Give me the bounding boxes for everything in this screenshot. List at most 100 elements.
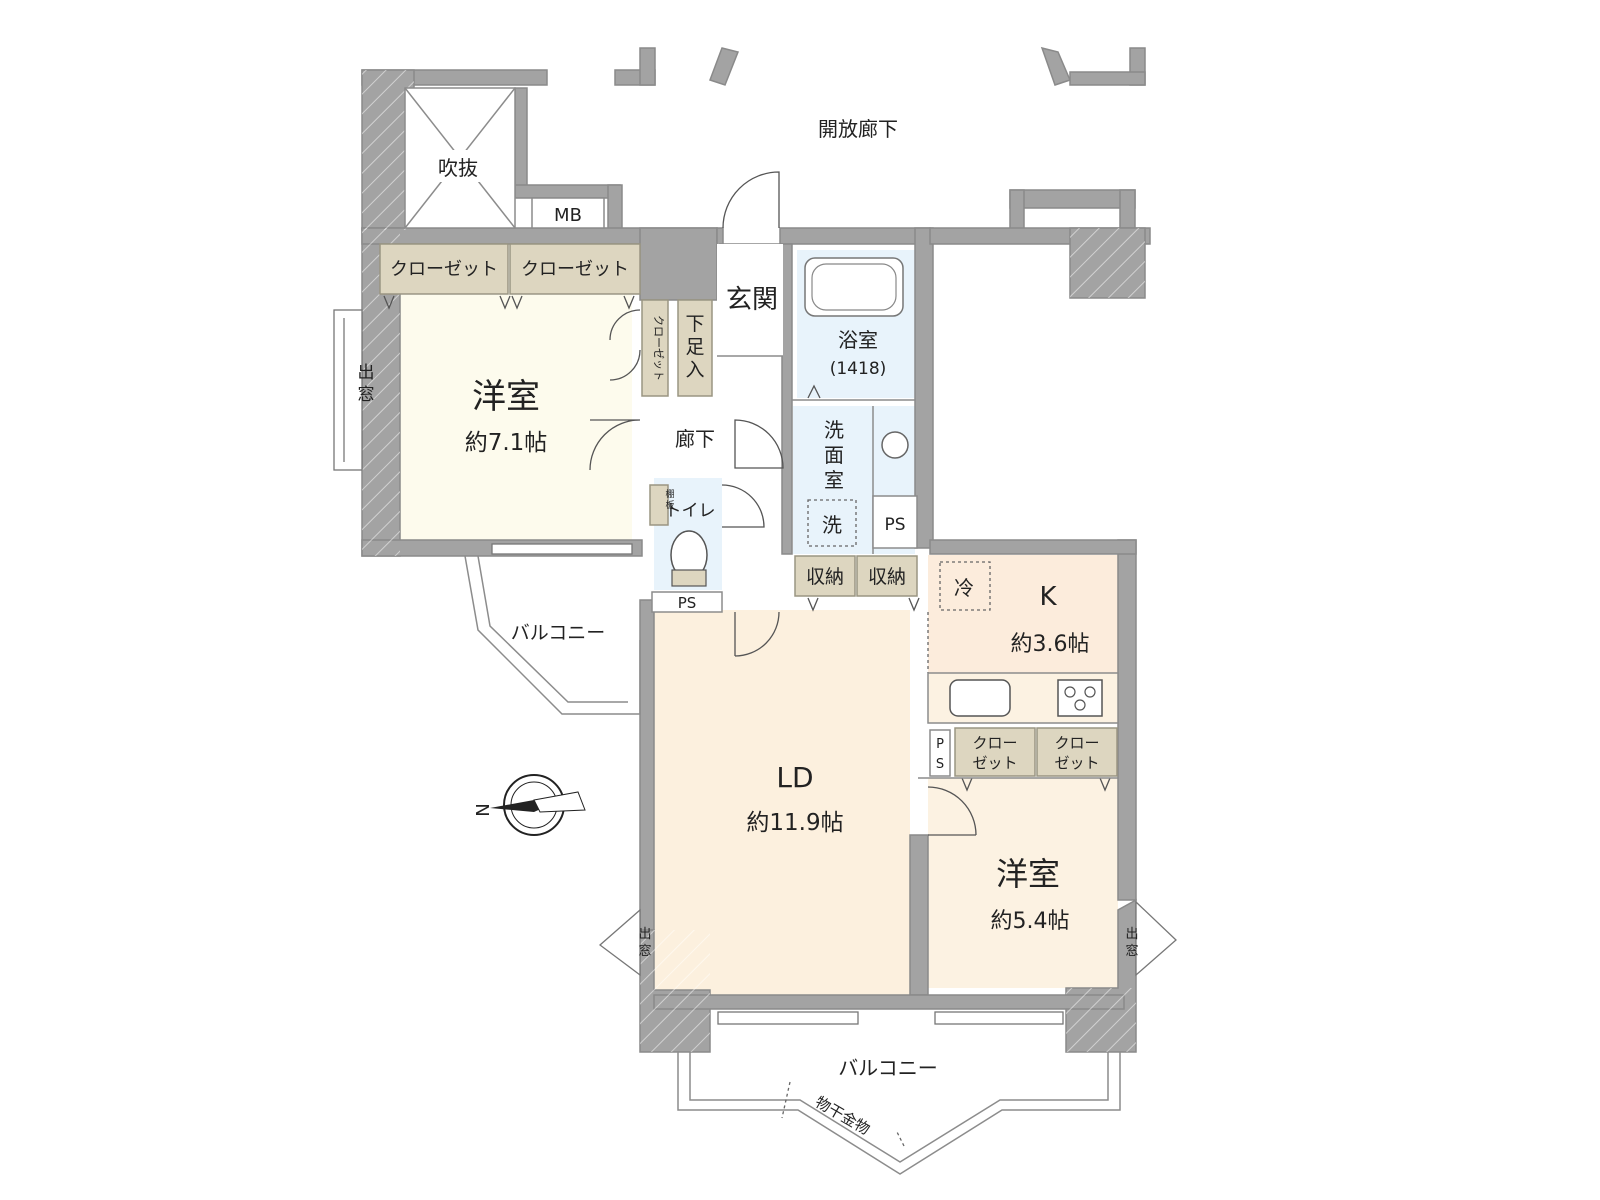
bay-window-western2-label-2: 窓 — [1125, 943, 1138, 959]
balcony-1-label: バルコニー — [511, 622, 606, 644]
wash-basin — [881, 431, 909, 459]
closet-3 — [954, 727, 1036, 777]
compass: N — [471, 774, 586, 836]
balcony-2-label: バルコニー — [838, 1056, 938, 1080]
balcony-1-outline — [464, 555, 641, 715]
compass-needle-tail — [533, 791, 586, 813]
western-room-2-name: 洋室 — [996, 855, 1060, 893]
balcony-1-inner — [477, 555, 628, 703]
western-room-2-floor — [928, 778, 1118, 988]
fukinuke-label: 吹抜 — [438, 156, 478, 180]
closet-3-4-door-marks — [961, 777, 1111, 792]
western-room-1-floor — [380, 295, 632, 540]
entrance-label: 玄関 — [726, 285, 778, 315]
bay-window-western2 — [1135, 900, 1177, 977]
toilet-shelf-label-1: 棚 — [665, 488, 674, 500]
shoe-box — [677, 299, 713, 397]
drying-hardware-left — [781, 1081, 791, 1119]
western-room-1-window — [491, 543, 633, 555]
hallway-label: 廊下 — [675, 427, 715, 451]
bay-window-western2-label-1: 出 — [1125, 927, 1138, 942]
bay-window-left-label-2: 窓 — [358, 385, 375, 405]
fridge-label: 冷 — [954, 576, 974, 600]
drying-hardware-right — [895, 1129, 905, 1147]
ld-name: LD — [776, 761, 813, 794]
ps-wash-label: PS — [884, 515, 905, 535]
entrance-floor — [717, 244, 783, 356]
storage-1 — [794, 555, 856, 597]
bath-door-mark — [807, 384, 821, 399]
ld-door[interactable] — [734, 611, 780, 657]
bathtub-inner — [811, 263, 897, 311]
storage-door-marks — [807, 597, 920, 612]
toilet-shelf-label-2: 板 — [665, 499, 674, 511]
ps-kitchen — [929, 729, 951, 777]
burner-2 — [1084, 686, 1096, 698]
closet-2-label: クローゼット — [521, 259, 629, 280]
shoe-box-label-1: 下 — [685, 313, 704, 335]
storage-1-label: 収納 — [806, 566, 844, 588]
wash-room-label-1: 洗 — [824, 418, 844, 442]
kitchen-name: K — [1039, 582, 1057, 612]
western-room-2-window — [934, 1011, 1064, 1025]
kitchen-floor — [928, 555, 1118, 673]
mb-label: MB — [554, 205, 582, 226]
bifold-door — [609, 309, 641, 381]
fukinuke-label-bg — [440, 150, 490, 182]
bath-label: 浴室 — [838, 328, 878, 352]
ps-kitchen-label-p: P — [936, 737, 944, 752]
balcony-2-outline — [689, 1052, 1109, 1163]
bathtub — [804, 257, 904, 317]
wash-room-label-2: 面 — [824, 443, 844, 467]
shoe-box-label-2: 足 — [685, 336, 704, 358]
ps-toilet-label: PS — [678, 594, 697, 612]
ps-toilet — [651, 591, 723, 613]
ps-kitchen-label-s: S — [936, 757, 944, 772]
wash-room-door[interactable] — [734, 419, 784, 469]
open-corridor-label: 開放廊下 — [818, 117, 898, 141]
drying-hardware-label: 物干金物 — [812, 1093, 873, 1139]
closet-4-label-1: クロー — [1054, 734, 1099, 752]
washer-label: 洗 — [822, 513, 842, 537]
closet-vertical-label: クローゼット — [652, 315, 665, 381]
bay-window-left — [333, 309, 363, 471]
bay-window-ld-label-2: 窓 — [638, 943, 651, 959]
ld-window — [717, 1011, 859, 1025]
washer-space — [807, 499, 857, 547]
western-room-2-size: 約5.4帖 — [991, 909, 1070, 934]
toilet-label: トイレ — [665, 501, 716, 521]
western-room-2-door[interactable] — [927, 786, 977, 836]
sink — [949, 679, 1011, 717]
bath-size: (1418) — [830, 359, 887, 379]
fridge-space — [939, 561, 991, 611]
western-room-1-door[interactable] — [589, 419, 641, 471]
closet-door-marks — [383, 295, 635, 310]
storage-2 — [856, 555, 918, 597]
storage-2-label: 収納 — [868, 566, 906, 588]
closet-1 — [379, 243, 509, 295]
closet-2 — [509, 243, 641, 295]
bay-window-ld-label-1: 出 — [638, 927, 651, 942]
closet-3-label-1: クロー — [972, 734, 1017, 752]
closet-3-label-2: ゼット — [972, 754, 1017, 772]
compass-n-label: N — [471, 803, 492, 816]
shoe-box-label-3: 入 — [685, 359, 704, 381]
bay-window-left-label-1: 出 — [358, 363, 375, 383]
front-door[interactable] — [722, 171, 780, 229]
toilet-shelf — [649, 484, 669, 526]
closet-4 — [1036, 727, 1118, 777]
burner-1 — [1064, 686, 1076, 698]
closet-vertical — [641, 299, 669, 397]
toilet-tank — [671, 569, 707, 587]
western-room-1-name: 洋室 — [472, 377, 540, 417]
toilet-door[interactable] — [721, 484, 765, 528]
kitchen-size: 約3.6帖 — [1011, 632, 1090, 657]
mb-box — [531, 197, 605, 229]
ps-wash — [872, 495, 918, 549]
balcony-2-outer — [677, 1052, 1121, 1175]
western-room-1-size: 約7.1帖 — [465, 430, 548, 456]
burner-3 — [1074, 699, 1086, 711]
ld-size: 約11.9帖 — [746, 810, 843, 836]
wash-room-label-3: 室 — [824, 468, 844, 492]
